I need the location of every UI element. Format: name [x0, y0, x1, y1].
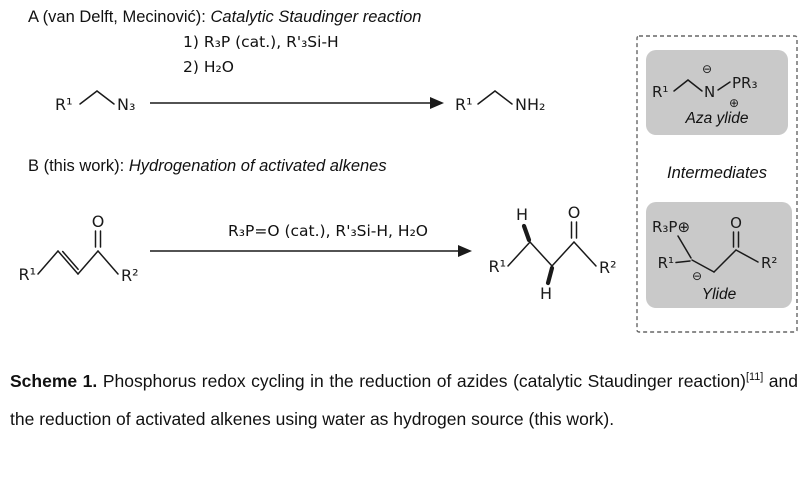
enone-o-label: O	[92, 212, 105, 231]
aza-minus-charge: ⊖	[702, 62, 712, 76]
panel-a-label: A (van Delft, Mecinović):	[28, 8, 211, 26]
conditions-b: R₃P=O (cat.), R'₃Si-H, H₂O	[228, 222, 428, 240]
product-bonds	[507, 221, 597, 286]
scheme-graphics: R¹ N₃ R¹ NH₂ R¹ O R²	[18, 35, 798, 333]
azide-r1-label: R¹	[55, 95, 73, 114]
reaction-a-arrow	[150, 97, 444, 109]
caption-text-2: and the reduction of activated alkenes u…	[10, 371, 799, 429]
ylide-r2-label: R²	[761, 254, 777, 272]
ylide-o-label: O	[730, 214, 742, 232]
ylide-r3p-label: R₃P⊕	[652, 218, 690, 236]
product-h-top-label: H	[516, 205, 528, 224]
ylide-r1-label: R¹	[658, 254, 674, 272]
caption-text-1: Phosphorus redox cycling in the reductio…	[97, 371, 746, 391]
azide-n3-label: N₃	[117, 95, 135, 114]
enone-bonds	[37, 230, 119, 275]
caption-scheme-number: Scheme 1.	[10, 371, 98, 391]
scheme-caption: Scheme 1. Phosphorus redox cycling in th…	[10, 362, 798, 438]
conditions-a-line2: 2) H₂O	[183, 58, 234, 76]
aza-ylide-gray-box	[646, 50, 788, 135]
panel-a-header: A (van Delft, Mecinović): Catalytic Stau…	[28, 8, 421, 27]
ylide-minus-charge: ⊖	[692, 269, 702, 283]
aza-bonds	[673, 79, 731, 92]
aza-pr3-label: PR₃	[732, 74, 757, 92]
product-o-label: O	[568, 203, 581, 222]
ylide-bonds	[675, 231, 759, 273]
aza-r1-label: R¹	[652, 83, 668, 101]
amine-bonds	[477, 90, 513, 105]
amine-nh2-label: NH₂	[515, 95, 545, 114]
product-h-bottom-label: H	[540, 284, 552, 303]
ylide-caption: Ylide	[701, 286, 737, 303]
intermediates-dashed-box	[636, 35, 798, 333]
aza-plus-charge: ⊕	[729, 96, 739, 110]
ylide-gray-box	[646, 202, 792, 308]
panel-b-label: B (this work):	[28, 157, 129, 175]
intermediates-title: Intermediates	[667, 164, 767, 182]
enone-r1-label: R¹	[18, 265, 36, 284]
reaction-b-arrow	[150, 245, 472, 257]
panel-b-header: B (this work): Hydrogenation of activate…	[28, 157, 387, 176]
aza-ylide-caption: Aza ylide	[685, 110, 749, 127]
panel-a-title: Catalytic Staudinger reaction	[210, 8, 422, 26]
enone-r2-label: R²	[121, 266, 139, 285]
amine-r1-label: R¹	[455, 95, 473, 114]
product-r1-label: R¹	[488, 257, 506, 276]
aza-n-label: N	[704, 83, 715, 101]
panel-b-title: Hydrogenation of activated alkenes	[128, 157, 387, 175]
product-r2-label: R²	[599, 258, 617, 277]
azide-bonds	[79, 90, 115, 105]
conditions-a-line1: 1) R₃P (cat.), R'₃Si-H	[183, 33, 339, 51]
caption-citation: [11]	[745, 371, 764, 384]
